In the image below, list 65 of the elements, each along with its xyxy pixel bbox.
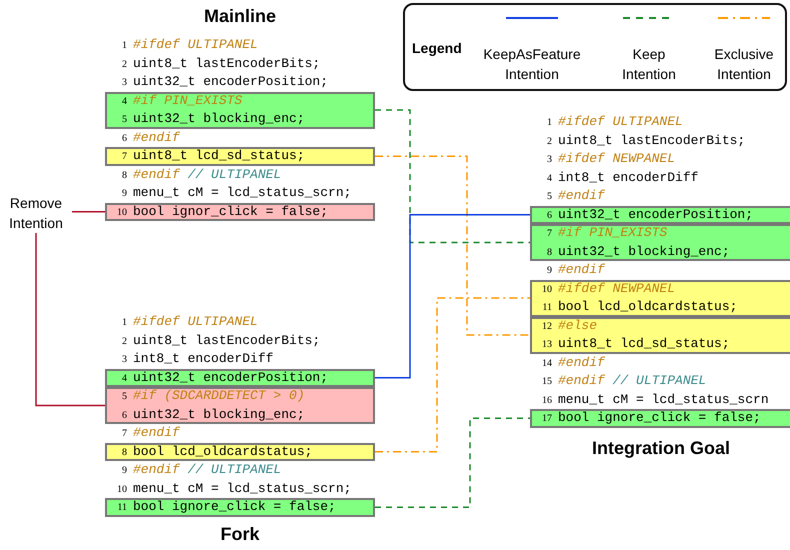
code-line: 9 #endif: [546, 261, 605, 279]
code-line: 10 menu_t cM = lcd_status_scrn;: [116, 480, 352, 498]
connector-line: [375, 214, 530, 378]
code-line: 4 uint32_t encoderPosition;: [121, 368, 328, 386]
code-line: 1 #ifdef ULTIPANEL: [121, 36, 258, 54]
code-line: 5 #endif: [546, 187, 605, 205]
connector-line: [375, 297, 530, 452]
highlighted-code-block: [105, 202, 375, 221]
code-line: 1 #ifdef ULTIPANEL: [121, 313, 258, 331]
legend-text: KeepAsFeature Intention: [482, 45, 582, 84]
code-line: 6 uint32_t blocking_enc;: [121, 406, 305, 424]
legend-text: Exclusive Intention: [713, 45, 775, 84]
code-line: 2 uint8_t lastEncoderBits;: [121, 332, 320, 350]
highlighted-code-block: [105, 442, 375, 461]
code-line: 15 #endif // ULTIPANEL: [541, 372, 706, 390]
code-line: 7 #endif: [121, 424, 180, 442]
code-line: 14 #endif: [541, 354, 605, 372]
code-line: 11 bool lcd_oldcardstatus;: [541, 298, 738, 316]
code-line: 8 uint32_t blocking_enc;: [546, 242, 730, 260]
code-line: 2 uint8_t lastEncoderBits;: [546, 132, 746, 150]
code-line: 10 bool ignor_click = false;: [116, 202, 328, 220]
code-line: 17 bool ignore_click = false;: [541, 409, 761, 427]
highlighted-code-block: [530, 316, 790, 354]
code-line: 8 bool lcd_oldcardstatus;: [121, 442, 312, 460]
highlighted-code-block: [530, 224, 790, 261]
code-line: 7 #if PIN_EXISTS: [546, 224, 668, 242]
highlighted-code-block: [105, 368, 375, 387]
highlighted-code-block: [105, 387, 375, 424]
code-line: 10 #ifdef NEWPANEL: [541, 280, 676, 298]
code-line: 3 int8_t encoderDiff: [121, 350, 274, 368]
connector-line: [35, 233, 105, 406]
connector-line: [72, 211, 105, 212]
code-line: 4 #if PIN_EXISTS: [121, 92, 242, 110]
code-line: 1 #ifdef ULTIPANEL: [546, 113, 683, 131]
highlighted-code-block: [530, 206, 790, 224]
code-line: 16 menu_t cM = lcd_status_scrn: [541, 390, 769, 408]
code-line: 6 uint32_t encoderPosition;: [546, 206, 754, 224]
code-line: 12 #else: [541, 316, 598, 334]
connector-line: [375, 156, 530, 336]
code-line: 3 uint32_t encoderPosition;: [121, 73, 328, 91]
code-line: 4 int8_t encoderDiff: [546, 168, 698, 186]
highlighted-code-block: [530, 409, 790, 428]
highlighted-code-block: [530, 280, 790, 316]
code-line: 2 uint8_t lastEncoderBits;: [121, 54, 320, 72]
code-line: 9 menu_t cM = lcd_status_scrn;: [121, 184, 352, 202]
listing-heading: Integration Goal: [590, 438, 731, 459]
code-line: 9 #endif // ULTIPANEL: [121, 461, 282, 479]
connector-line: [375, 418, 530, 508]
code-line: 11 bool ignore_click = false;: [116, 498, 336, 516]
code-line: 5 #if (SDCARDDETECT > 0): [121, 387, 305, 405]
listing-heading: Mainline: [202, 6, 277, 27]
code-line: 13 uint8_t lcd_sd_status;: [541, 335, 730, 353]
connector-line: [375, 109, 530, 244]
code-line: 3 #ifdef NEWPANEL: [546, 150, 676, 168]
code-line: 6 #endif: [121, 128, 180, 146]
intention-label: Remove Intention: [0, 193, 72, 233]
code-line: 5 uint32_t blocking_enc;: [121, 110, 305, 128]
code-line: 8 #endif // ULTIPANEL: [121, 166, 282, 184]
legend-text: Keep Intention: [621, 45, 677, 84]
listing-heading: Fork: [219, 524, 260, 545]
highlighted-code-block: [105, 92, 375, 128]
code-line: 7 uint8_t lcd_sd_status;: [121, 147, 305, 165]
highlighted-code-block: [105, 147, 375, 166]
legend-title: Legend: [412, 40, 462, 56]
highlighted-code-block: [105, 498, 375, 516]
